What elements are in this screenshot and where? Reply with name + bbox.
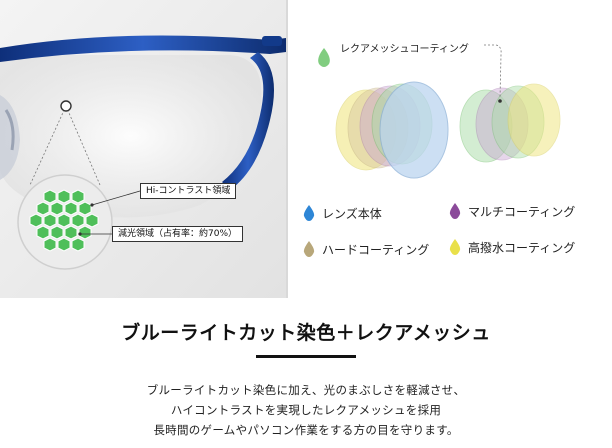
headline: ブルーライトカット染色＋レクアメッシュ	[121, 322, 491, 344]
legend-lens-body: レンズ本体	[302, 204, 382, 222]
hi-contrast-callout: Hi-コントラスト領域	[140, 183, 237, 199]
hexagon-mesh-icon	[29, 189, 99, 252]
blue-drop-icon	[303, 205, 315, 221]
body-line-2: ハイコントラストを実現したレクアメッシュを採用	[170, 403, 442, 417]
body-line-3: 長時間のゲームやパソコン作業をする方の目を守ります。	[153, 423, 459, 437]
tan-drop-icon	[303, 241, 315, 257]
coating-label: レクアメッシュコーティング	[340, 44, 469, 55]
legend-multi-coating: マルチコーティング	[448, 202, 575, 220]
focus-point-icon	[60, 100, 72, 112]
lens-layer-diagram: レクアメッシュコーティング レンズ本体 マルチコーティング ハードコーティング …	[288, 0, 612, 298]
hero-image: Hi-コントラスト領域 減光領域（占有率：約70%） レクアメッシュコ	[0, 0, 612, 298]
glasses-illustration: Hi-コントラスト領域 減光領域（占有率：約70%）	[0, 0, 286, 298]
purple-drop-icon	[449, 203, 461, 219]
green-drop-icon	[318, 48, 330, 67]
body-line-1: ブルーライトカット染色に加え、光のまぶしさを軽減させ、	[146, 383, 466, 397]
glasses-frame-graphic	[0, 0, 286, 298]
panel-divider	[286, 0, 288, 298]
legend-water-repellent-coating: 高撥水コーティング	[448, 238, 575, 256]
legend-hard-coating: ハードコーティング	[302, 240, 429, 258]
yellow-drop-icon	[449, 239, 461, 255]
headline-underline	[256, 355, 356, 358]
dimming-area-callout: 減光領域（占有率：約70%）	[112, 226, 244, 242]
